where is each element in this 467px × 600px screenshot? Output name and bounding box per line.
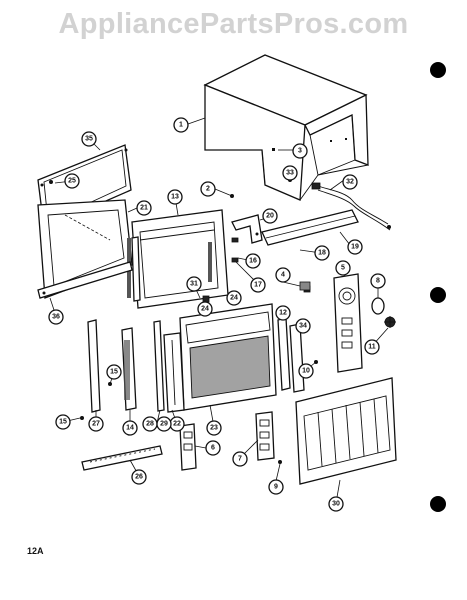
callout-5: 5 xyxy=(335,260,351,276)
svg-text:21: 21 xyxy=(140,205,148,212)
callout-14: 14 xyxy=(122,420,138,436)
callout-19: 19 xyxy=(347,239,363,255)
callout-11: 11 xyxy=(364,339,380,355)
callout-29: 29 xyxy=(156,416,172,432)
callout-24-upper: 24 xyxy=(226,290,242,306)
svg-text:1: 1 xyxy=(179,122,183,129)
svg-text:31: 31 xyxy=(190,281,198,288)
svg-text:7: 7 xyxy=(238,456,242,463)
svg-text:25: 25 xyxy=(68,178,76,185)
rail-bracket xyxy=(261,209,359,246)
svg-text:8: 8 xyxy=(376,278,380,285)
svg-text:19: 19 xyxy=(351,244,359,251)
callout-2: 2 xyxy=(200,181,216,197)
svg-text:2: 2 xyxy=(206,186,210,193)
svg-text:26: 26 xyxy=(135,474,143,481)
svg-text:24: 24 xyxy=(201,306,209,313)
svg-text:12: 12 xyxy=(279,310,287,317)
svg-text:9: 9 xyxy=(274,484,278,491)
small-bracket xyxy=(231,214,263,244)
cabinet-shell xyxy=(203,54,369,201)
svg-text:6: 6 xyxy=(211,445,215,452)
callout-17: 17 xyxy=(250,277,266,293)
callout-4: 4 xyxy=(275,267,291,283)
callout-15-lower: 15 xyxy=(55,414,71,430)
callout-25: 25 xyxy=(64,173,80,189)
callout-6: 6 xyxy=(205,440,221,456)
svg-text:27: 27 xyxy=(92,421,100,428)
svg-text:33: 33 xyxy=(286,170,294,177)
svg-text:29: 29 xyxy=(160,421,168,428)
callout-33: 33 xyxy=(282,165,298,181)
callout-9: 9 xyxy=(268,479,284,495)
svg-text:15: 15 xyxy=(110,369,118,376)
svg-text:34: 34 xyxy=(299,323,307,330)
svg-text:17: 17 xyxy=(254,282,262,289)
callout-13: 13 xyxy=(167,189,183,205)
svg-text:15: 15 xyxy=(59,419,67,426)
svg-text:32: 32 xyxy=(346,179,354,186)
callout-36: 36 xyxy=(48,309,64,325)
front-grille xyxy=(295,377,397,485)
callout-30: 30 xyxy=(328,496,344,512)
svg-text:16: 16 xyxy=(249,258,257,265)
front-bezel xyxy=(179,303,277,411)
callout-23: 23 xyxy=(206,420,222,436)
callout-24-lower: 24 xyxy=(197,301,213,317)
power-cord xyxy=(311,182,391,231)
binder-hole-middle xyxy=(430,287,446,303)
svg-text:3: 3 xyxy=(298,148,302,155)
watermark: AppliancePartsPros.com xyxy=(58,8,409,40)
control-knobs xyxy=(371,297,396,328)
callout-34: 34 xyxy=(295,318,311,334)
svg-text:18: 18 xyxy=(318,250,326,257)
svg-text:5: 5 xyxy=(341,265,345,272)
vertical-rails xyxy=(87,236,165,413)
callout-26: 26 xyxy=(131,469,147,485)
bottom-trim-strip xyxy=(37,261,133,299)
callout-27: 27 xyxy=(88,416,104,432)
binder-hole-bottom xyxy=(430,496,446,512)
binder-hole-top xyxy=(430,62,446,78)
svg-text:24: 24 xyxy=(230,295,238,302)
callout-8: 8 xyxy=(370,273,386,289)
svg-text:14: 14 xyxy=(126,425,134,432)
svg-text:30: 30 xyxy=(332,501,340,508)
callout-35: 35 xyxy=(81,131,97,147)
inner-window-frame xyxy=(127,209,229,309)
callout-18: 18 xyxy=(314,245,330,261)
control-panel xyxy=(333,273,363,373)
callout-31: 31 xyxy=(186,276,202,292)
base-strip xyxy=(81,445,163,471)
small-panels xyxy=(179,411,275,471)
callout-12: 12 xyxy=(275,305,291,321)
callout-21: 21 xyxy=(136,200,152,216)
svg-text:20: 20 xyxy=(266,213,274,220)
callout-28: 28 xyxy=(142,416,158,432)
callout-15-upper: 15 xyxy=(106,364,122,380)
svg-text:28: 28 xyxy=(146,421,154,428)
callout-20: 20 xyxy=(262,208,278,224)
callout-32: 32 xyxy=(342,174,358,190)
callout-10: 10 xyxy=(298,363,314,379)
callout-3: 3 xyxy=(292,143,308,159)
svg-text:23: 23 xyxy=(210,425,218,432)
svg-text:22: 22 xyxy=(173,421,181,428)
svg-text:36: 36 xyxy=(52,314,60,321)
callout-22: 22 xyxy=(169,416,185,432)
svg-text:10: 10 xyxy=(302,368,310,375)
side-panel xyxy=(163,332,185,413)
switch xyxy=(299,281,311,291)
svg-text:4: 4 xyxy=(281,272,285,279)
page-label: 12A xyxy=(27,546,44,556)
callout-7: 7 xyxy=(232,451,248,467)
svg-text:13: 13 xyxy=(171,194,179,201)
callout-1: 1 xyxy=(173,117,189,133)
callout-16: 16 xyxy=(245,253,261,269)
svg-text:11: 11 xyxy=(368,344,376,351)
svg-text:35: 35 xyxy=(85,136,93,143)
